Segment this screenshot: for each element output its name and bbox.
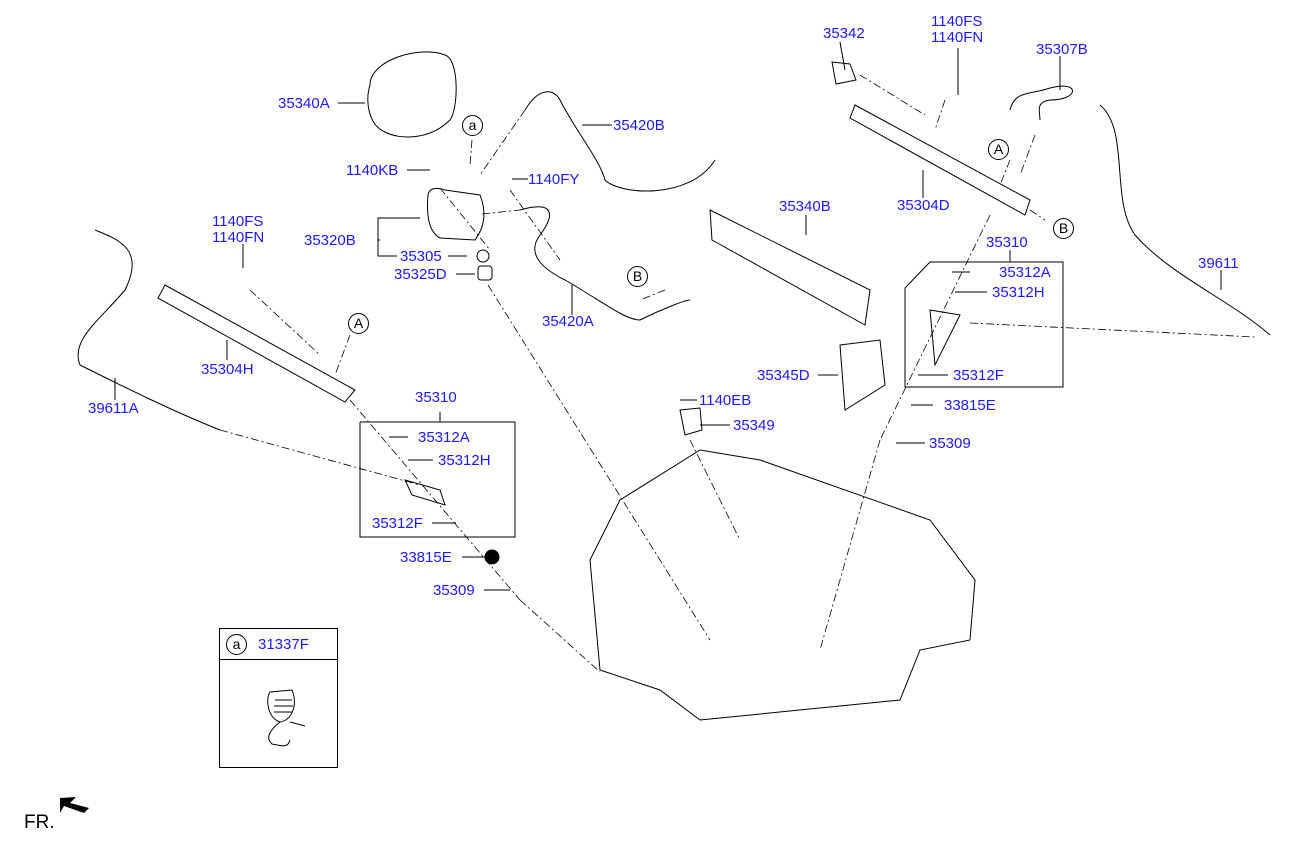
label-35309-right[interactable]: 35309 [929, 435, 971, 452]
label-35340B[interactable]: 35340B [779, 198, 831, 215]
pipe-35307B [1009, 85, 1073, 121]
label-39611[interactable]: 39611 [1198, 255, 1239, 272]
clip-31337F-drawing [267, 689, 306, 747]
rail-35304D [849, 104, 1031, 216]
front-orientation-label: FR. [24, 812, 55, 833]
o-ring-35305 [476, 249, 490, 263]
label-1140FY[interactable]: 1140FY [528, 171, 580, 188]
label-1140KB[interactable]: 1140KB [346, 162, 399, 179]
bracket-35349 [679, 407, 703, 436]
harness-39611 [1099, 104, 1271, 336]
label-35309-left[interactable]: 35309 [433, 582, 475, 599]
label-35420B[interactable]: 35420B [613, 117, 665, 134]
ref-circle-A-right: A [988, 139, 1009, 160]
label-1140FS-right[interactable]: 1140FS [931, 13, 983, 30]
legend-ref-a: a [226, 634, 247, 655]
cover-35340A [367, 51, 457, 138]
pipe-35420B [524, 91, 716, 192]
front-direction-arrow-icon [60, 797, 89, 813]
seal-33815E-left [484, 549, 500, 565]
fitting-35325D [477, 265, 493, 281]
engine-block [589, 449, 976, 721]
part-drawings [77, 51, 1271, 721]
label-35345D[interactable]: 35345D [757, 367, 810, 384]
box-35310-left [359, 421, 516, 538]
label-35304H[interactable]: 35304H [201, 361, 254, 378]
harness-39611A [77, 229, 221, 431]
label-33815E-left[interactable]: 33815E [400, 549, 452, 566]
sensor-35342 [831, 61, 857, 85]
injector-right [929, 309, 961, 367]
ref-circle-B-right: B [1053, 218, 1074, 239]
label-35312H-left[interactable]: 35312H [438, 452, 491, 469]
ref-circle-A-left: A [348, 313, 369, 334]
label-35312A-left[interactable]: 35312A [418, 429, 470, 446]
label-35310-right[interactable]: 35310 [986, 234, 1028, 251]
label-35307B[interactable]: 35307B [1036, 41, 1088, 58]
cover-35340B [709, 209, 871, 326]
pipe-35420A [519, 206, 691, 321]
label-1140FN-right[interactable]: 1140FN [931, 29, 984, 46]
label-35312H-right[interactable]: 35312H [992, 284, 1045, 301]
label-35420A[interactable]: 35420A [542, 313, 594, 330]
label-35312A-right[interactable]: 35312A [999, 264, 1051, 281]
label-1140FN-left[interactable]: 1140FN [212, 229, 265, 246]
cover-35345D [839, 339, 886, 411]
ref-circle-B-left: B [627, 266, 648, 287]
legend-header: a 31337F [220, 629, 337, 660]
legend-label-31337F[interactable]: 31337F [258, 636, 309, 653]
box-35310-right [904, 261, 1064, 388]
label-35312F-right[interactable]: 35312F [953, 367, 1004, 384]
label-35320B[interactable]: 35320B [304, 232, 356, 249]
label-35305[interactable]: 35305 [400, 248, 442, 265]
label-33815E-right[interactable]: 33815E [944, 397, 996, 414]
label-35304D[interactable]: 35304D [897, 197, 950, 214]
label-35349[interactable]: 35349 [733, 417, 775, 434]
pump-35320B [427, 187, 485, 241]
leader-lines [114, 41, 1222, 591]
ref-circle-a: a [462, 115, 483, 136]
label-35325D[interactable]: 35325D [394, 266, 447, 283]
label-39611A[interactable]: 39611A [88, 400, 139, 417]
label-35342[interactable]: 35342 [823, 25, 865, 42]
label-35310-left[interactable]: 35310 [415, 389, 457, 406]
label-1140EB[interactable]: 1140EB [699, 392, 752, 409]
legend-box-31337F: a 31337F [219, 628, 338, 768]
label-35312F-left[interactable]: 35312F [372, 515, 423, 532]
label-35340A[interactable]: 35340A [278, 95, 330, 112]
injector-left [404, 479, 446, 506]
label-1140FS-left[interactable]: 1140FS [212, 213, 264, 230]
alignment-lines [219, 74, 1256, 673]
rail-35304H [157, 284, 356, 403]
